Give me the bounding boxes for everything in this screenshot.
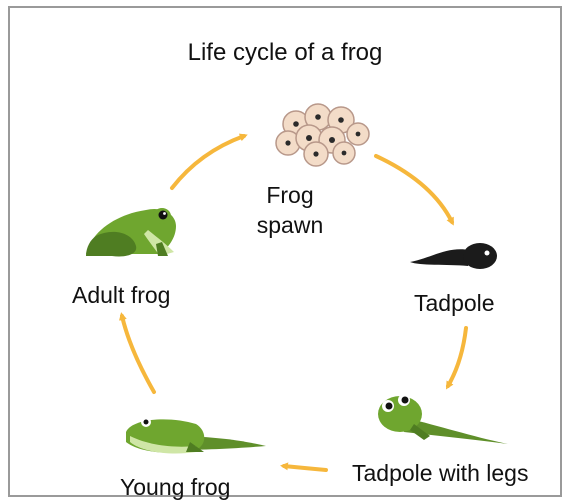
diagram-title: Life cycle of a frog	[0, 38, 570, 68]
tadpole-icon	[410, 243, 497, 269]
stage-label-tadpole: Tadpole	[414, 288, 495, 318]
arrow-adult-to-spawn	[172, 136, 244, 188]
arrow-spawn-to-tadpole	[376, 156, 452, 222]
tadpole-with-legs-icon	[378, 394, 508, 444]
adult-frog-icon	[86, 208, 176, 257]
stage-label-young-frog: Young frog	[120, 472, 230, 502]
arrow-tadpole-to-legs	[448, 328, 466, 386]
stage-label-frog-spawn: Frog spawn	[240, 180, 340, 240]
stage-label-adult-frog: Adult frog	[72, 280, 170, 310]
stage-label-frog-spawn-line2: spawn	[240, 210, 340, 240]
arrow-young-to-adult	[122, 316, 154, 392]
frog-spawn-icon	[276, 104, 369, 166]
stage-label-frog-spawn-line1: Frog	[240, 180, 340, 210]
stage-label-tadpole-with-legs: Tadpole with legs	[352, 458, 528, 488]
arrow-legs-to-young	[284, 466, 326, 470]
young-frog-icon	[126, 417, 266, 454]
